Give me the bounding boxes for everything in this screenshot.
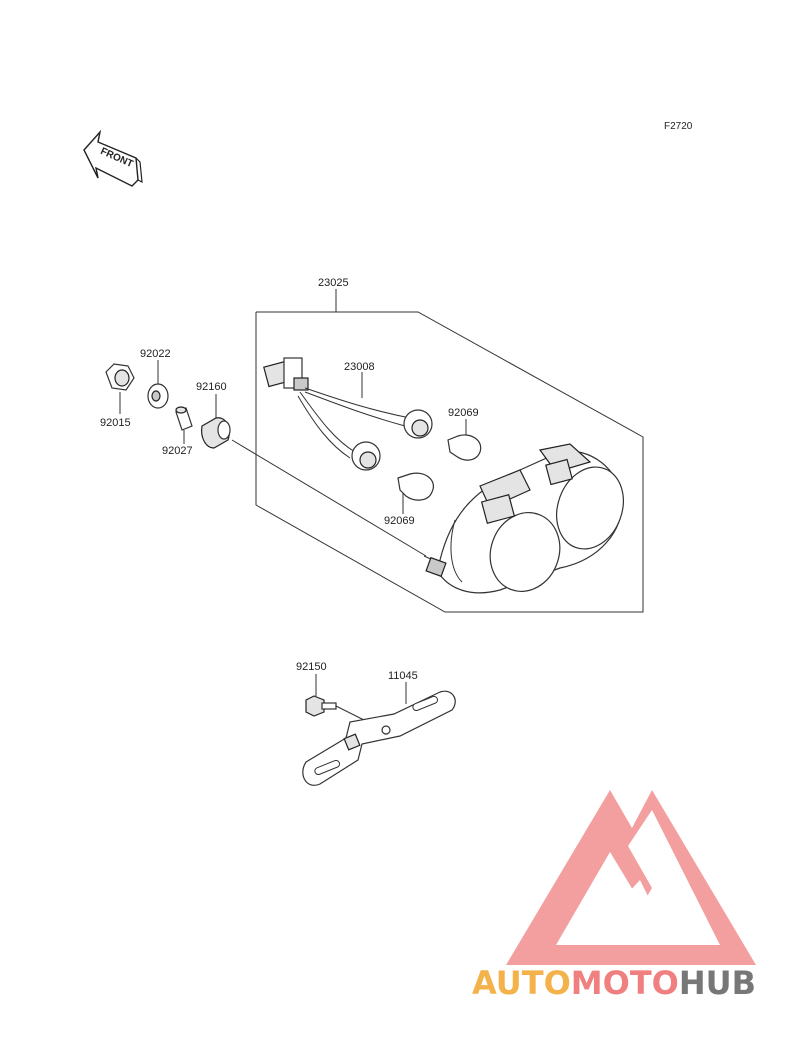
watermark-brand: AUTOMOTOHUB (472, 964, 756, 1002)
taillight-housing (423, 443, 624, 594)
label-23025: 23025 (318, 277, 349, 289)
bulb-lower (397, 472, 434, 514)
front-direction-arrow-icon: FRONT (83, 129, 143, 187)
grommet (201, 394, 427, 557)
nut (105, 363, 135, 414)
label-92015: 92015 (100, 417, 131, 429)
label-92022: 92022 (140, 348, 171, 360)
watermark-hub: HUB (679, 964, 756, 1002)
label-92150: 92150 (296, 661, 327, 673)
watermark-auto: AUTO (472, 964, 571, 1002)
figure-code: F2720 (664, 121, 693, 132)
label-92069-lower: 92069 (384, 515, 415, 527)
label-11045: 11045 (388, 670, 418, 682)
watermark-moto: MOTO (571, 964, 679, 1002)
label-23008: 23008 (344, 361, 375, 373)
label-92027: 92027 (162, 445, 193, 457)
label-92160: 92160 (196, 381, 227, 393)
bulb-upper (447, 419, 482, 461)
label-92069-upper: 92069 (448, 407, 479, 419)
bolt (305, 674, 365, 721)
bracket (302, 682, 456, 786)
washer (147, 360, 169, 409)
collar (175, 406, 193, 444)
wiring-harness (263, 357, 433, 471)
assembly-outline (255, 289, 644, 613)
automotohub-logo-icon (506, 790, 756, 965)
